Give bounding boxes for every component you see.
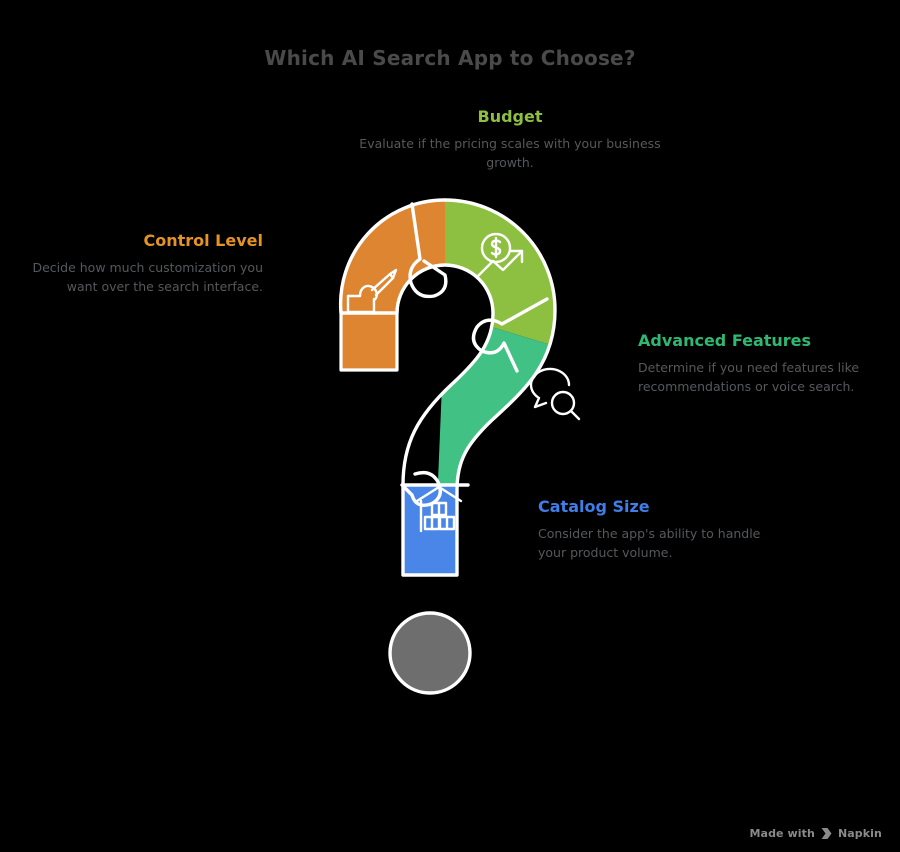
label-catalog-size-description: Consider the app's ability to handle you… xyxy=(538,526,761,560)
seam-budget-advanced xyxy=(471,297,549,373)
paintbrush-icon xyxy=(346,268,398,314)
label-control-level[interactable]: Control Level Decide how much customizat… xyxy=(28,231,263,296)
label-control-level-description: Decide how much customization you want o… xyxy=(32,260,263,294)
brand-name: Napkin xyxy=(837,827,882,840)
segment-advanced-features-fill[interactable] xyxy=(437,313,615,505)
label-budget-description: Evaluate if the pricing scales with your… xyxy=(359,136,661,170)
question-mark-dot xyxy=(388,611,472,695)
question-mark-puzzle xyxy=(338,198,615,695)
warehouse-boxes-icon xyxy=(415,485,463,533)
page-title: Which AI Search App to Choose? xyxy=(264,46,636,70)
label-budget-heading: Budget xyxy=(477,107,543,126)
segment-catalog-size-fill[interactable] xyxy=(375,485,505,595)
label-budget[interactable]: Budget Evaluate if the pricing scales wi… xyxy=(350,107,670,172)
seam-control-budget xyxy=(408,202,448,299)
label-control-level-heading: Control Level xyxy=(143,231,263,250)
made-with-label: Made with xyxy=(749,827,815,840)
chat-search-icon xyxy=(529,367,581,421)
napkin-logo-icon xyxy=(820,827,833,840)
label-advanced-features-heading: Advanced Features xyxy=(638,331,812,350)
footer-attribution[interactable]: Made with Napkin xyxy=(750,827,883,840)
label-catalog-size[interactable]: Catalog Size Consider the app's ability … xyxy=(538,497,788,562)
label-catalog-size-heading: Catalog Size xyxy=(538,497,650,516)
label-advanced-features[interactable]: Advanced Features Determine if you need … xyxy=(638,331,878,396)
seam-advanced-catalog xyxy=(400,470,470,508)
dollar-growth-icon xyxy=(475,232,524,279)
label-advanced-features-description: Determine if you need features like reco… xyxy=(638,360,860,394)
